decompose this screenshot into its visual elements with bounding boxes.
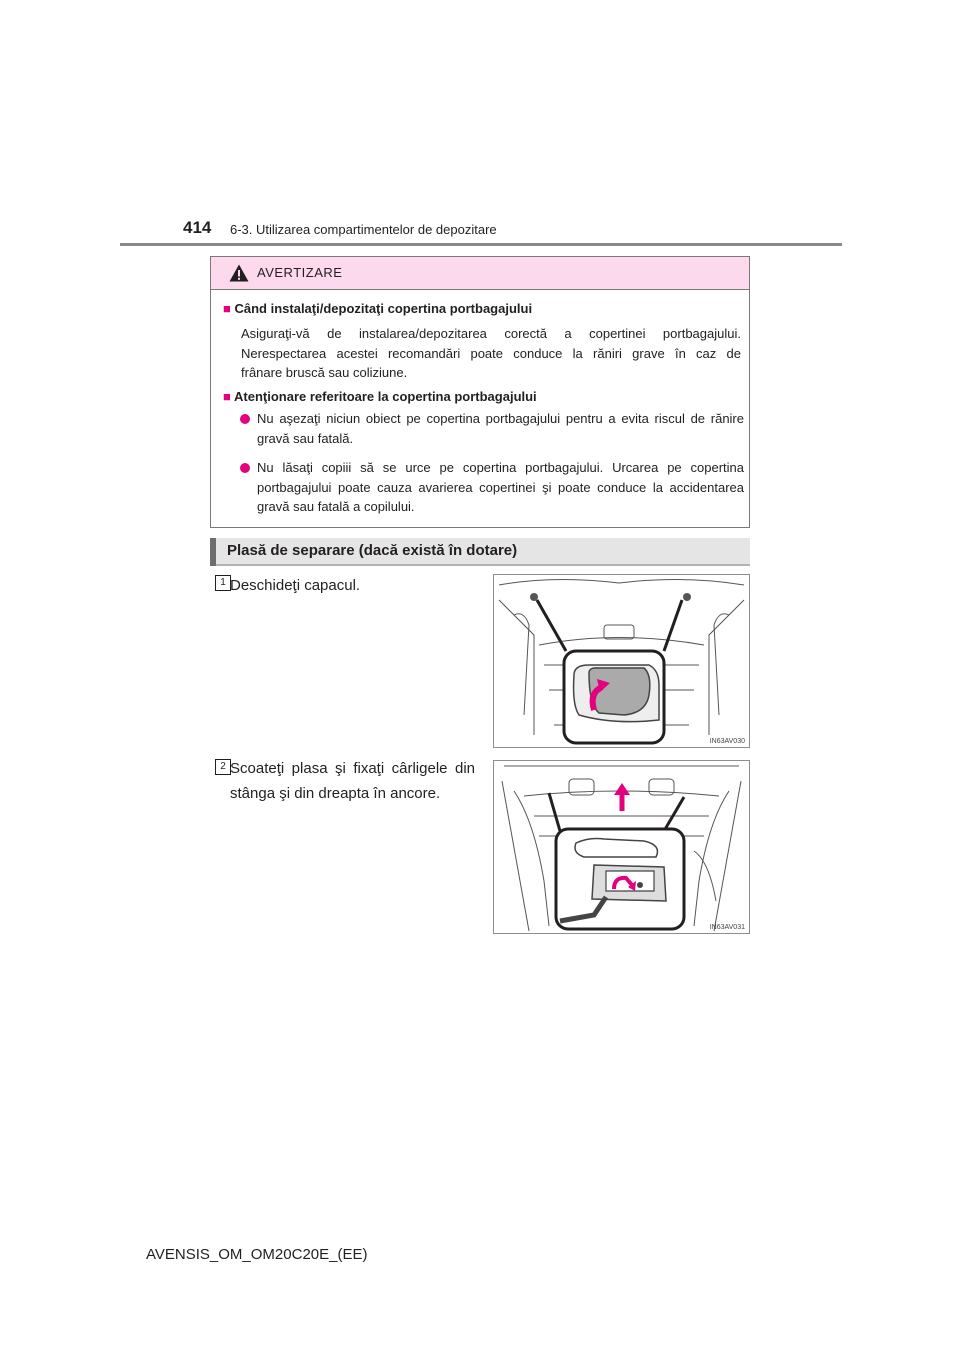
warning-header: AVERTIZARE (211, 257, 749, 290)
warning-paragraph-1: Asiguraţi-vă de instalarea/depozitarea c… (241, 324, 741, 383)
figure-id-1: IN63AV030 (709, 738, 745, 745)
section-title: 6-3. Utilizarea compartimentelor de depo… (230, 222, 497, 237)
square-bullet-icon: ■ (223, 301, 231, 316)
step-text-1: Deschideţi capacul. (230, 577, 361, 594)
cargo-area-illustration (498, 578, 745, 745)
warning-heading-2: ■ Atenţionare referitoare la copertina p… (223, 387, 537, 407)
round-bullet-icon (240, 414, 250, 424)
cargo-net-illustration (501, 765, 742, 932)
subsection-title: Plasă de separare (dacă există în dotare… (227, 542, 518, 559)
subsection-heading-bar (210, 538, 216, 566)
figure-attach-net: IN63AV031 (493, 760, 750, 934)
warning-triangle-icon (229, 264, 249, 282)
warning-paragraph-1-line-3: frânare bruscă sau coliziune. (241, 365, 408, 380)
header-divider (120, 243, 842, 246)
warning-heading-1-text: Când instalaţi/depozitaţi copertina port… (234, 301, 533, 316)
step-number-2: 2 (215, 759, 231, 775)
warning-box: AVERTIZARE ■ Când instalaţi/depozitaţi c… (210, 256, 750, 528)
warning-bullet-1: Nu aşezaţi niciun obiect pe copertina po… (240, 409, 744, 448)
warning-bullet-2: Nu lăsaţi copiii să se urce pe copertina… (240, 458, 744, 517)
warning-bullet-2-text: Nu lăsaţi copiii să se urce pe copertina… (257, 460, 744, 514)
step-text-2: Scoateţi plasa şi fixaţi cârligele din s… (230, 760, 475, 802)
step-number-1: 1 (215, 575, 231, 591)
document-code-footer: AVENSIS_OM_OM20C20E_(EE) (146, 1246, 368, 1263)
figure-open-cover: IN63AV030 (493, 574, 750, 748)
figure-id-2: IN63AV031 (709, 924, 745, 931)
warning-heading-1: ■ Când instalaţi/depozitaţi copertina po… (223, 299, 532, 319)
warning-heading-2-text: Atenţionare referitoare la copertina por… (234, 389, 537, 404)
warning-title: AVERTIZARE (257, 265, 343, 280)
warning-bullet-1-text: Nu aşezaţi niciun obiect pe copertina po… (257, 411, 744, 446)
square-bullet-icon: ■ (223, 389, 231, 404)
warning-paragraph-1-line-2: Nerespectarea acestei recomandări poate … (241, 345, 741, 361)
round-bullet-icon (240, 463, 250, 473)
subsection-heading: Plasă de separare (dacă există în dotare… (210, 538, 750, 566)
page-number: 414 (183, 218, 212, 237)
warning-paragraph-1-line-1: Asiguraţi-vă de instalarea/depozitarea c… (241, 326, 741, 341)
